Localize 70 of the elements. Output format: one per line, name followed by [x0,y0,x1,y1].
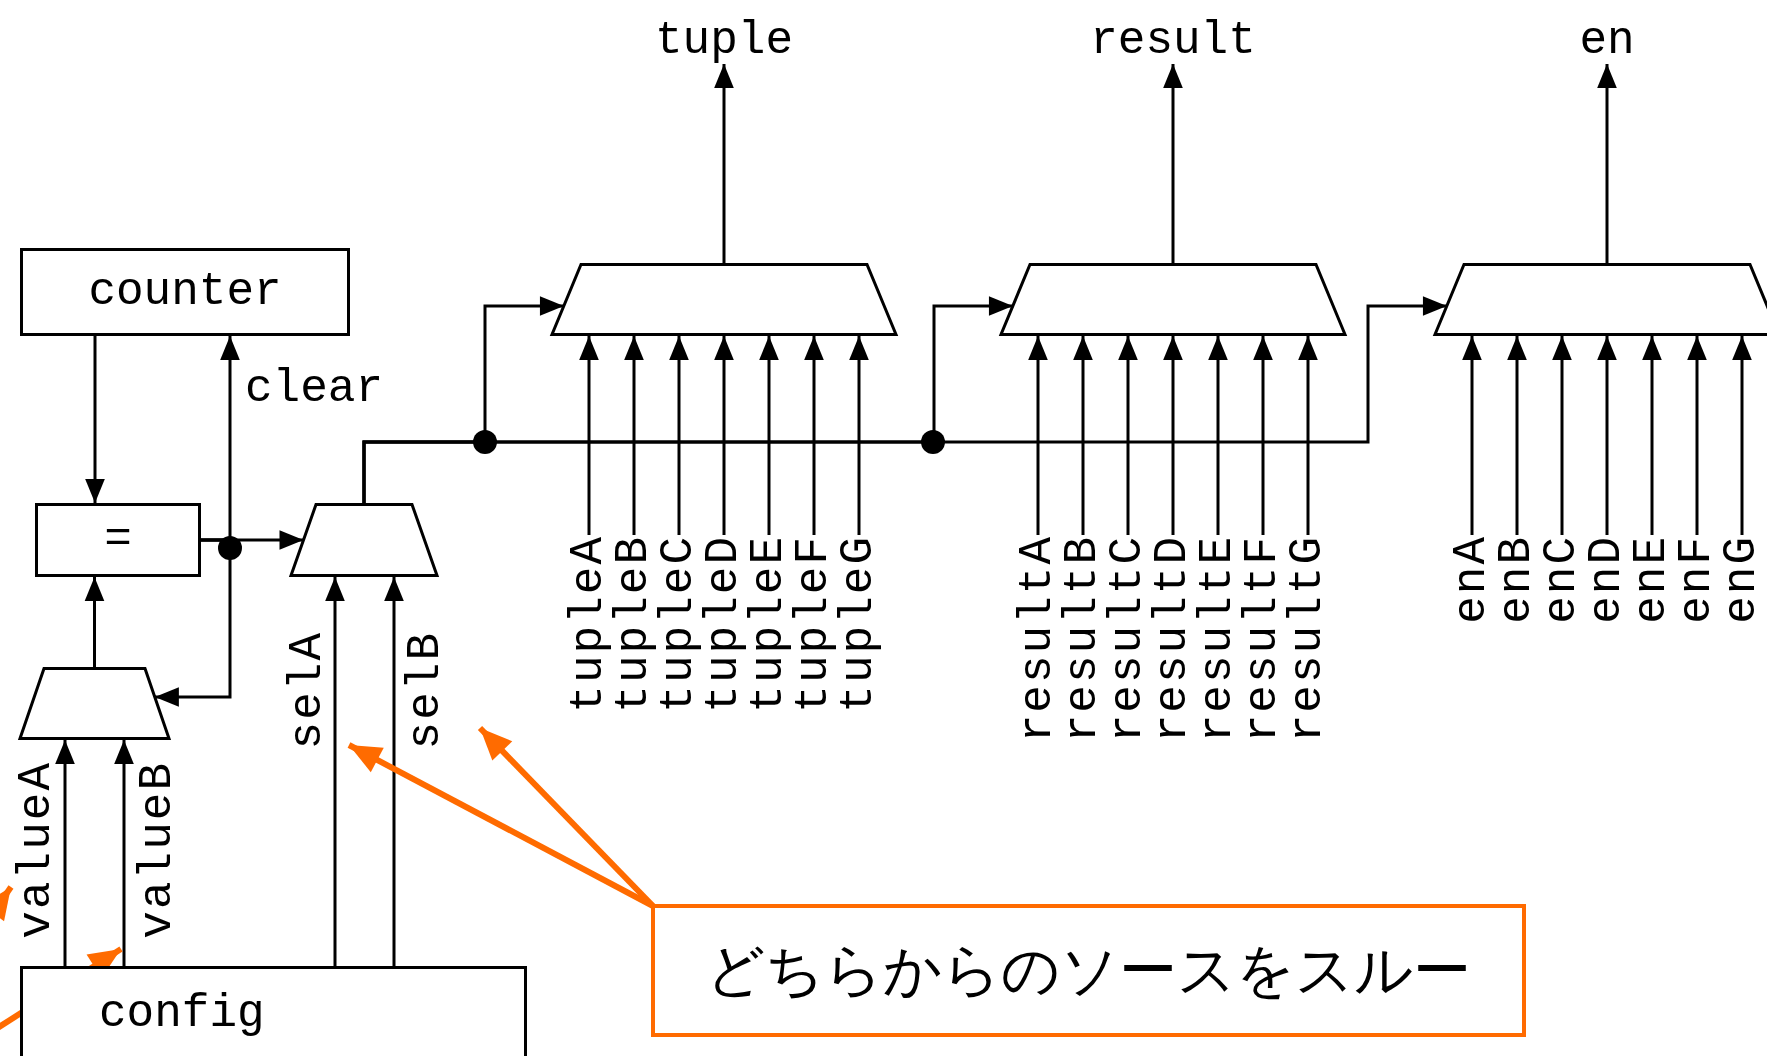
signal-name: tupleG [836,535,882,713]
signal-arrow [1507,336,1527,535]
signal-name: enD [1584,535,1630,624]
signal-arrow [714,336,734,535]
signal-name: tupleF [791,535,837,713]
signal-name: enF [1674,535,1720,624]
signal-name: resultE [1195,535,1241,743]
signal-arrow [579,336,599,535]
counter-block: counter [20,248,350,336]
signal-arrow [1732,336,1752,535]
signal-arrow [669,336,689,535]
signal-arrow [1073,336,1093,535]
signal-arrow [759,336,779,535]
signal-arrow [55,740,75,966]
signal-arrow [85,336,105,503]
signal-arrow [1642,336,1662,535]
signal-arrow [804,336,824,535]
signal-name: result [1090,18,1256,64]
signal-name: tuple [655,18,793,64]
signal-arrow [84,577,105,667]
signal-arrow [154,538,232,707]
multiplexer-symbol [288,503,440,577]
signal-name: tupleD [701,535,747,713]
signal-name: resultF [1240,535,1286,743]
edge-label: valueB [135,761,181,939]
signal-arrow [1462,336,1482,535]
comparator-block: = [35,503,201,577]
edge-label: selB [403,631,449,750]
signal-arrow [714,64,734,263]
config-block: config [20,966,527,1056]
signal-arrow [1163,64,1183,263]
multiplexer-symbol [1432,263,1767,336]
signal-name: en [1579,18,1635,64]
signal-name: tupleA [566,535,612,713]
multiplexer-symbol [17,667,172,740]
signal-arrow [1118,336,1138,535]
signal-arrow [362,296,1447,503]
signal-name: tupleB [611,535,657,713]
signal-arrow [1163,336,1183,535]
signal-name: resultB [1060,535,1106,743]
signal-arrow [114,740,134,966]
edge-label: valueA [14,761,60,939]
signal-arrow [1208,336,1228,535]
signal-arrow [1597,336,1617,535]
signal-name: resultG [1285,535,1331,743]
signal-arrow [1597,64,1617,263]
signal-arrow [1552,336,1572,535]
signal-name: tupleE [746,535,792,713]
signal-arrow [1253,336,1273,535]
signal-name: enC [1539,535,1585,624]
callout-box: どちらからのソースをスルー [651,904,1526,1037]
signal-arrow [1298,336,1318,535]
multiplexer-symbol [998,263,1348,336]
signal-name: resultD [1150,535,1196,743]
edge-label: selA [285,631,331,750]
signal-name: tupleC [656,535,702,713]
signal-arrow [384,577,404,966]
signal-name: enA [1449,535,1495,624]
signal-name: resultA [1015,535,1061,743]
signal-arrow [849,336,869,535]
edge-label: clear [245,366,384,412]
signal-name: enE [1629,535,1675,624]
signal-name: resultC [1105,535,1151,743]
signal-name: enB [1494,535,1540,624]
signal-arrow [1028,336,1048,535]
multiplexer-symbol [549,263,899,336]
signal-name: enG [1719,535,1765,624]
signal-arrow [325,577,345,966]
signal-arrow [624,336,644,535]
signal-arrow [1687,336,1707,535]
